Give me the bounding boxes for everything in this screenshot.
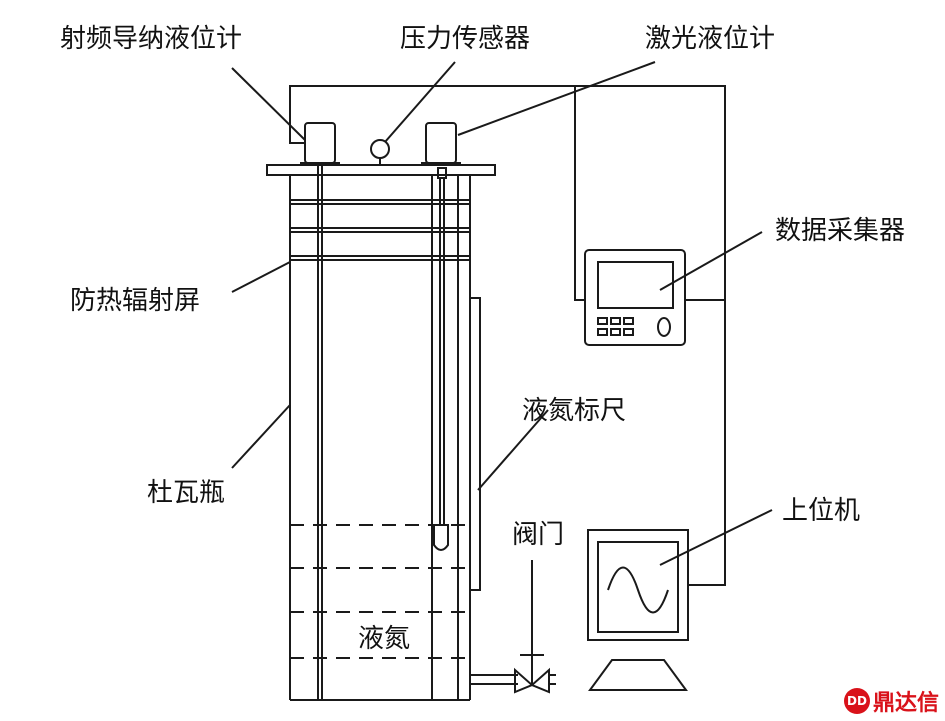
signal-wiring bbox=[289, 85, 726, 586]
rf-probe-rod bbox=[317, 165, 323, 700]
heat-radiation-shields bbox=[289, 199, 471, 261]
label-heat-radiation-shield: 防热辐射屏 bbox=[70, 286, 201, 316]
label-valve: 阀门 bbox=[512, 520, 565, 550]
brand-watermark: DD 鼎达信 bbox=[843, 685, 939, 717]
dewar-lid bbox=[266, 164, 496, 176]
label-host-computer: 上位机 bbox=[782, 496, 861, 526]
label-dewar: 杜瓦瓶 bbox=[147, 478, 226, 508]
pressure-sensor-gauge bbox=[370, 139, 390, 159]
liquid-nitrogen-levels bbox=[290, 524, 470, 659]
label-laser-level-gauge: 激光液位计 bbox=[645, 24, 776, 54]
label-liquid-nitrogen: 液氮 bbox=[358, 624, 411, 654]
label-pressure-sensor: 压力传感器 bbox=[400, 24, 531, 54]
label-ln2-ruler: 液氮标尺 bbox=[522, 396, 627, 426]
label-rf-level-gauge: 射频导纳液位计 bbox=[60, 24, 243, 54]
outlet-valve bbox=[470, 560, 556, 694]
label-data-collector: 数据采集器 bbox=[775, 216, 906, 246]
brand-logo-icon: DD bbox=[843, 688, 870, 714]
brand-logo-text: 鼎达信 bbox=[872, 691, 939, 716]
data-collector-device bbox=[584, 249, 686, 346]
ln2-ruler-strip bbox=[469, 297, 481, 591]
laser-float bbox=[433, 167, 449, 551]
host-computer-monitor bbox=[587, 529, 689, 691]
rf-gauge-head bbox=[304, 122, 336, 164]
laser-gauge-head bbox=[425, 122, 457, 164]
label-pointers bbox=[231, 61, 773, 566]
